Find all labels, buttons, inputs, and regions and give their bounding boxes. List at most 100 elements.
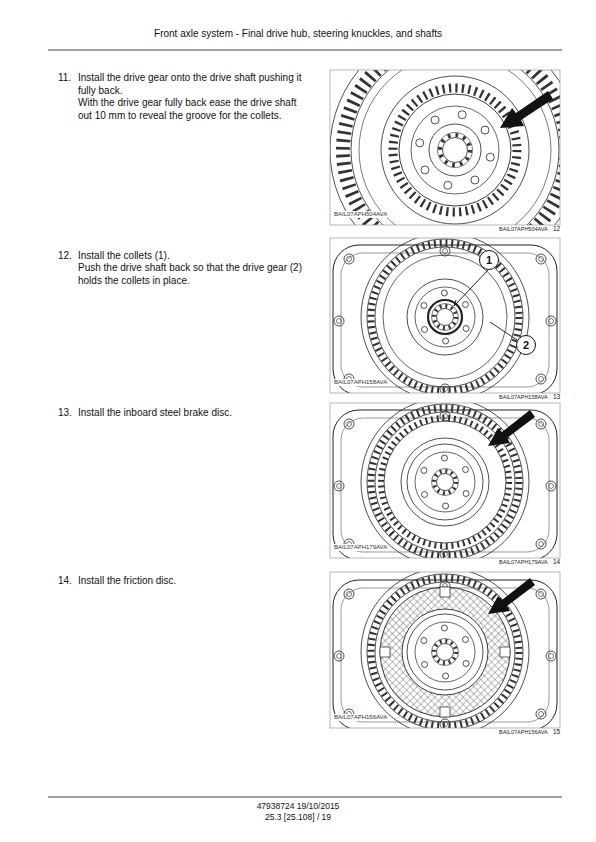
step-number: 13. (58, 407, 78, 420)
drawing-stroke (539, 377, 544, 382)
housing-outline (333, 245, 557, 393)
drawing-stroke (536, 539, 546, 549)
drawing-stroke (536, 254, 546, 264)
drawing-stroke (536, 589, 546, 599)
step-number: 11. (58, 72, 78, 85)
drawing-stroke (536, 419, 546, 429)
drawing-stroke (444, 181, 452, 189)
drawing-stroke (437, 644, 454, 661)
footer-rule (48, 797, 562, 798)
figure-code: BAIL07APH158AVA (499, 394, 548, 401)
callout-number: 2 (516, 335, 536, 355)
drawing-stroke (334, 481, 344, 491)
figure-code: BAIL07APH179AVA (334, 544, 387, 551)
instruction-text: Install the inboard steel brake disc. (78, 407, 308, 420)
drawing-stroke (407, 614, 483, 690)
drawing-stroke (539, 257, 544, 262)
drawing-stroke (347, 592, 352, 597)
gear-teeth (434, 471, 456, 493)
step-number: 14. (58, 575, 78, 588)
gear-teeth (393, 88, 517, 212)
drawing-stroke (415, 287, 475, 347)
drawing-stroke (438, 133, 473, 168)
drawing-stroke (422, 326, 428, 332)
drawing-stroke (347, 422, 352, 427)
figure-14 (333, 403, 557, 558)
figure-number: 12 (553, 225, 560, 233)
drawing-stroke (361, 238, 529, 393)
callout-number: 1 (479, 250, 499, 270)
drawing-stroke (361, 572, 529, 728)
drawing-stroke (441, 290, 447, 296)
drawing-stroke (399, 94, 511, 206)
drawing-stroke (440, 246, 450, 256)
drawing-stroke (337, 654, 342, 659)
drawing-stroke (539, 422, 544, 427)
drawing-stroke (421, 467, 427, 473)
instruction-text: Install the drive gear onto the drive sh… (78, 72, 308, 97)
drawing-stroke (431, 116, 439, 124)
drawing-stroke (539, 542, 544, 547)
drawing-stroke (361, 403, 529, 558)
drawing-stroke (330, 70, 560, 225)
document-id: 47938724 19/10/2015 (0, 801, 596, 811)
drawing-stroke (549, 484, 554, 489)
drawing-stroke (486, 153, 494, 161)
figure-number: 15 (553, 728, 560, 736)
drawing-stroke (384, 421, 506, 543)
gear-teeth (434, 306, 456, 328)
figure-code: BAIL07APH156AVA (334, 714, 387, 721)
drawing-stroke (432, 469, 459, 496)
drawing-stroke (415, 452, 475, 512)
drawing-stroke (481, 126, 489, 134)
drawing-stroke (367, 239, 523, 393)
drawing-stroke (415, 622, 475, 682)
drawing-stroke (437, 474, 454, 491)
drawing-stroke (546, 316, 556, 326)
disc-lug (440, 587, 450, 597)
drawing-stroke (471, 176, 479, 184)
gear-teeth (381, 418, 509, 546)
instruction-text: Install the friction disc. (78, 575, 308, 588)
drawing-stroke (367, 574, 523, 728)
drawing-stroke (375, 247, 515, 387)
instruction-text: With the drive gear fully back ease the … (78, 97, 308, 122)
drawing-stroke (407, 279, 483, 355)
figure-number: 14 (553, 558, 560, 566)
page-number: 25.3 [25.108] / 19 (0, 812, 596, 822)
drawing-stroke (383, 255, 507, 379)
drawing-stroke (437, 309, 454, 326)
drawing-stroke (462, 467, 468, 473)
housing-outline (333, 410, 557, 558)
pointer-arrows (488, 91, 553, 614)
drawing-stroke (344, 419, 354, 429)
disc-lug (500, 647, 510, 657)
drawing-stroke (380, 587, 510, 717)
drawing-stroke (359, 70, 551, 225)
drawing-stroke (411, 106, 499, 194)
figure-13 (333, 238, 557, 393)
gear-teeth (343, 70, 560, 225)
figure-code: BAIL07APH158AVA (334, 379, 387, 386)
drawing-stroke (422, 491, 428, 497)
drawing-stroke (432, 639, 459, 666)
drawing-stroke (375, 412, 515, 552)
friction-lining (391, 598, 499, 706)
drawing-stroke (401, 438, 489, 526)
drawing-stroke (443, 138, 468, 163)
drawing-stroke (536, 374, 546, 384)
housing-outline (341, 253, 549, 387)
housing-outline (341, 588, 549, 722)
figure-12 (330, 70, 560, 225)
drawing-stroke (443, 249, 448, 254)
instruction-text: Push the drive shaft back so that the dr… (78, 262, 308, 287)
gear-teeth (371, 243, 519, 391)
page-header: Front axle system - Final drive hub, ste… (0, 28, 596, 41)
drawing-stroke (463, 326, 469, 332)
drawing-stroke (432, 304, 459, 331)
instruction-text: Install the collets (1). (78, 250, 308, 263)
drawing-stroke (443, 503, 449, 509)
drawing-stroke (347, 257, 352, 262)
drawing-stroke (429, 124, 481, 176)
